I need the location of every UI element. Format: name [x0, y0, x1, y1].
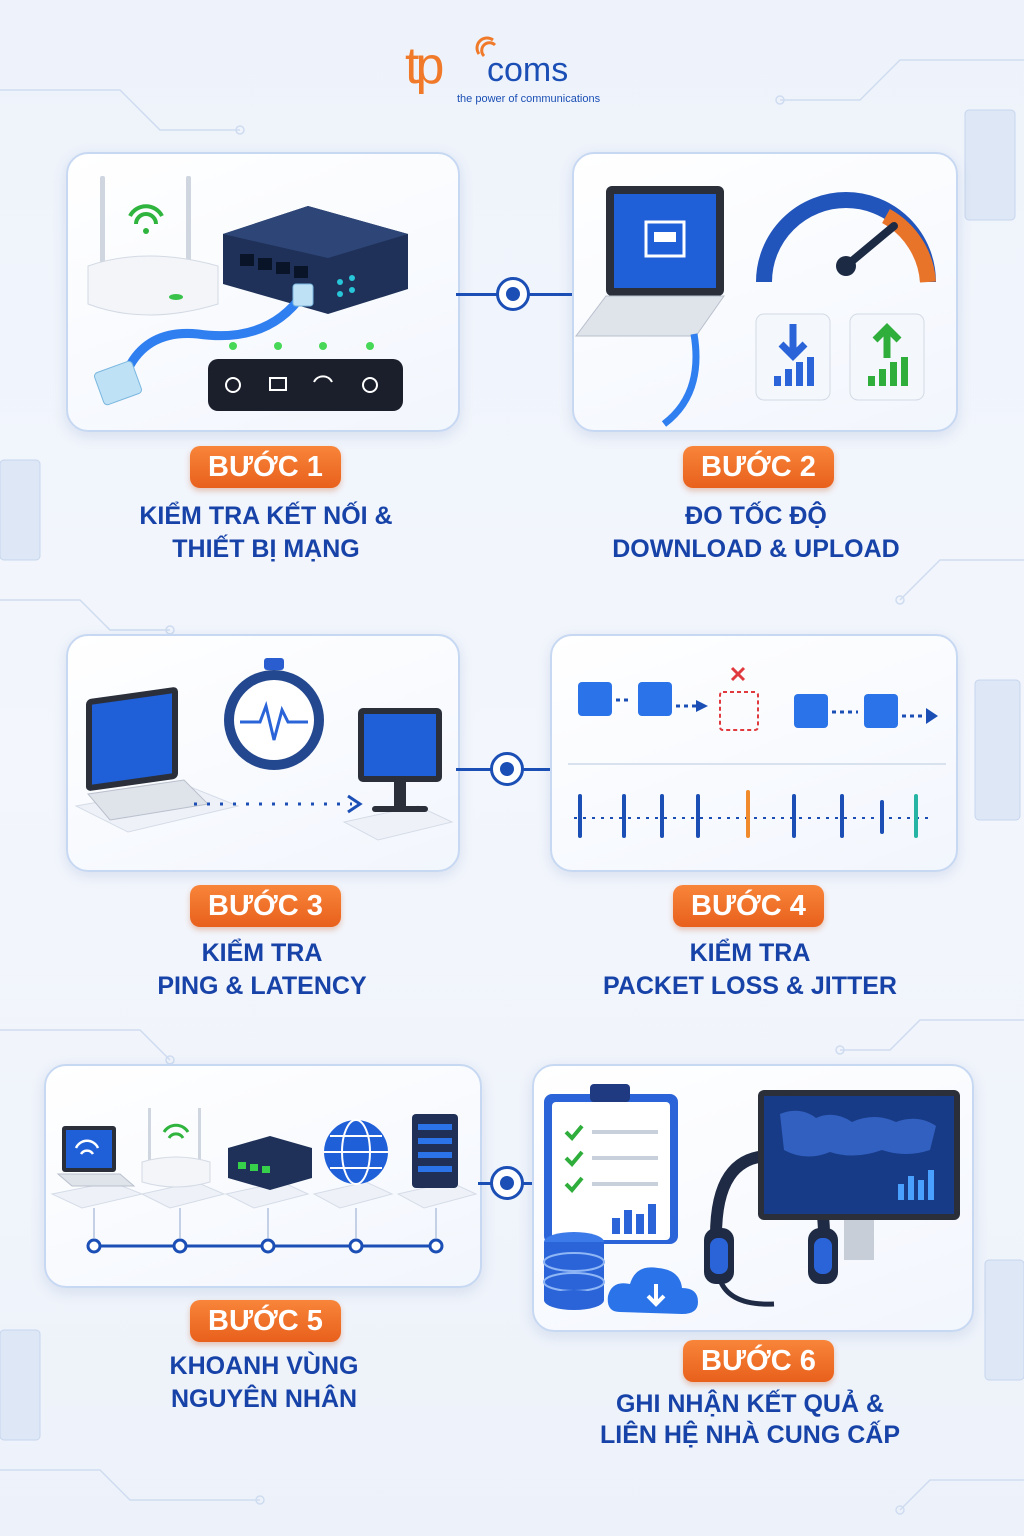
laptop-icon: [74, 687, 240, 833]
step-4-title-line-1: KIỂM TRA: [689, 939, 811, 967]
monitor-icon: [342, 708, 454, 841]
step-5-title-line-2: NGUYÊN NHÂN: [170, 1385, 358, 1413]
packet-cube-icon: [578, 682, 938, 728]
network-switch-icon: [223, 206, 408, 314]
step-4-badge: BƯỚC 4: [673, 885, 824, 927]
step-1-badge: BƯỚC 1: [190, 446, 341, 488]
step-3-badge: BƯỚC 3: [190, 885, 341, 927]
logo-tp-text: tp: [405, 37, 444, 95]
database-icon: [543, 1232, 605, 1310]
globe-icon: [324, 1119, 388, 1185]
upload-icon: [849, 313, 925, 401]
tpcoms-logo: tp coms the power of communications: [405, 36, 605, 116]
step-6-badge: BƯỚC 6: [683, 1340, 834, 1382]
step-1-title-line-2: THIẾT BỊ MẠNG: [172, 535, 360, 563]
step-2-badge: BƯỚC 2: [683, 446, 834, 488]
step-4-card: [550, 634, 958, 872]
wifi-router-icon: [87, 176, 219, 316]
step-1-title-line-1: KIỂM TRA KẾT NỐI &: [139, 502, 393, 530]
clipboard-checklist-icon: [544, 1084, 678, 1244]
wifi-router-icon: [141, 1108, 211, 1188]
step-6-title-line-2: LIÊN HỆ NHÀ CUNG CẤP: [599, 1421, 900, 1449]
signal-wave-icon: [475, 36, 497, 58]
speedometer-icon: [756, 192, 936, 283]
step-6-card: [532, 1064, 974, 1332]
step-2-title-line-1: ĐO TỐC ĐỘ: [685, 502, 827, 530]
dashboard-monitor-icon: [758, 1090, 960, 1260]
laptop-icon: [56, 1126, 136, 1187]
step-2-card: [572, 152, 958, 432]
ping-path-arrow: [194, 794, 363, 814]
logo-coms-text: coms: [487, 51, 569, 89]
step-3-title-line-2: PING & LATENCY: [157, 972, 367, 1000]
step-6-title-line-1: GHI NHẬN KẾT QUẢ &: [615, 1390, 885, 1418]
stopwatch-icon: [224, 658, 324, 770]
step-2-title-line-2: DOWNLOAD & UPLOAD: [612, 535, 900, 563]
step-3-title-line-1: KIỂM TRA: [201, 939, 323, 967]
diagnostic-chain-line: [86, 1208, 444, 1254]
step-3-card: [66, 634, 460, 872]
step-5-badge: BƯỚC 5: [190, 1300, 341, 1342]
logo-tagline: the power of communications: [457, 93, 601, 105]
connector-node-1-2: [496, 277, 530, 311]
status-panel-icon: [208, 342, 403, 411]
lost-packet-icon: [719, 666, 759, 731]
connector-node-3-4: [490, 752, 524, 786]
jitter-signal-icon: [574, 790, 934, 838]
connector-node-5-6: [490, 1166, 524, 1200]
step-5-card: [44, 1064, 482, 1288]
step-1-card: [66, 152, 460, 432]
server-icon: [412, 1114, 458, 1188]
step-5-title-line-1: KHOANH VÙNG: [169, 1352, 359, 1380]
ethernet-cable-icon: [94, 283, 314, 406]
laptop-icon: [575, 186, 725, 427]
download-icon: [755, 313, 831, 401]
network-switch-icon: [228, 1136, 312, 1190]
cloud-download-icon: [607, 1267, 698, 1314]
step-4-title-line-2: PACKET LOSS & JITTER: [602, 972, 897, 1000]
